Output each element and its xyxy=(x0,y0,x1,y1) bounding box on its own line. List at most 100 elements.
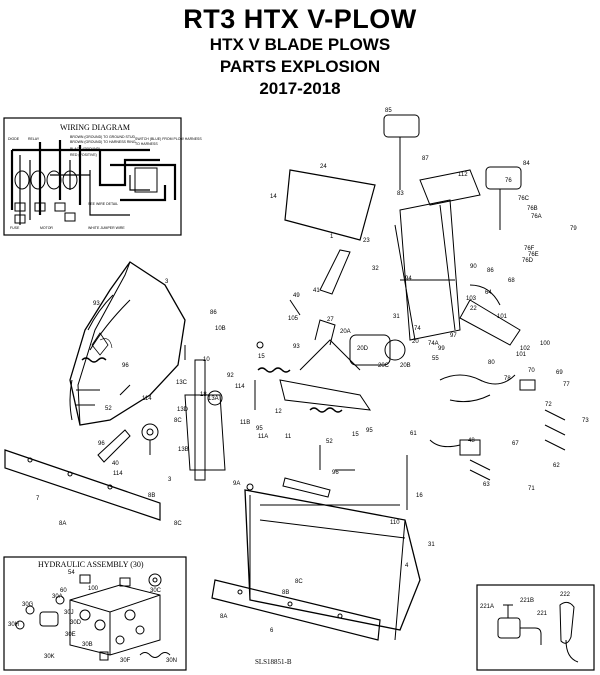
callout-number: 1 xyxy=(330,234,334,240)
callout-number: 85 xyxy=(385,108,392,114)
callout-number: 97 xyxy=(450,333,457,339)
callout-number: 105 xyxy=(288,316,299,322)
callout-number: 67 xyxy=(512,441,519,447)
callout-number: 64 xyxy=(485,290,492,296)
callout-number: 95 xyxy=(256,426,263,432)
callout-number: 15 xyxy=(352,432,359,438)
callout-number: 13D xyxy=(177,407,189,413)
callout-number: 24 xyxy=(320,164,327,170)
wiring-note: BROWN (GROUND) TO GROUND STUD xyxy=(70,135,135,139)
callout-number: 8C xyxy=(174,418,182,424)
callout-number: 20A xyxy=(340,329,351,335)
callout-number: 102 xyxy=(520,346,531,352)
callout-number: 3 xyxy=(165,279,169,285)
hydraulic-label: 30B xyxy=(82,642,93,648)
callout-number: 74A xyxy=(428,341,439,347)
hydraulic-label: 30C xyxy=(150,588,162,594)
callout-number: 63 xyxy=(483,482,490,488)
callout-number: 55 xyxy=(432,356,439,362)
callout-number: 11B xyxy=(240,420,250,426)
hydraulic-label: 100 xyxy=(88,586,99,592)
callout-number: 6 xyxy=(270,628,274,634)
callout-number: 73 xyxy=(582,418,589,424)
callout-number: 87 xyxy=(422,156,429,162)
callout-number: 76E xyxy=(528,252,539,258)
page-subtitle-parts: PARTS EXPLOSION xyxy=(219,57,381,76)
wiring-note: BROWN (GROUND) TO HARNESS RING xyxy=(70,140,136,144)
callout-number: 20D xyxy=(357,346,369,352)
callout-number: 84 xyxy=(523,161,530,167)
callout-number: 23 xyxy=(363,238,370,244)
callout-number: 3 xyxy=(168,477,172,483)
callout-number: 8C xyxy=(174,521,182,527)
callout-number: 22 xyxy=(470,306,477,312)
callout-number: 93 xyxy=(93,301,100,307)
hydraulic-label: 30N xyxy=(166,658,177,664)
callout-number: 112 xyxy=(458,172,468,178)
callout-number: 49 xyxy=(293,293,300,299)
inset-label: 221 xyxy=(537,611,548,617)
callout-number: 13A xyxy=(208,396,219,402)
wiring-note: RELAY xyxy=(28,137,40,141)
callout-number: 76 xyxy=(505,178,512,184)
callout-number: 52 xyxy=(105,406,112,412)
callout-number: 80 xyxy=(488,360,495,366)
hydraulic-label: 54 xyxy=(68,570,75,576)
callout-number: 103 xyxy=(466,296,477,302)
callout-number: 31 xyxy=(393,314,400,320)
callout-number: 76D xyxy=(522,258,534,264)
callout-number: 62 xyxy=(553,463,560,469)
page-subtitle-blade: HTX V BLADE PLOWS xyxy=(209,35,391,54)
callout-number: 96 xyxy=(98,441,105,447)
wiring-diagram-box: WIRING DIAGRAM BROWN (GROUND) TO GROUND … xyxy=(3,117,202,236)
callout-number: 76A xyxy=(531,214,542,220)
hydraulic-assembly-box: HYDRAULIC ASSEMBLY (30) 30C 30A 30B 30D … xyxy=(3,556,187,671)
hydraulic-label: 30H xyxy=(8,622,19,628)
wiring-note: MOTOR xyxy=(40,226,53,230)
hydraulic-label: 30K xyxy=(44,654,55,660)
callout-number: 92 xyxy=(227,373,234,379)
callout-number: 20B xyxy=(400,363,411,369)
callout-number: 15 xyxy=(258,354,265,360)
callout-number: 61 xyxy=(410,431,417,437)
callout-number: 74 xyxy=(414,326,421,332)
hydraulic-label: 30A xyxy=(52,594,63,600)
callout-number: 10B xyxy=(215,326,226,332)
callout-number: 13C xyxy=(176,380,188,386)
callout-number: 16 xyxy=(416,493,423,499)
callout-number: 101 xyxy=(516,352,527,358)
callout-number: 78 xyxy=(504,376,511,382)
hydraulic-assembly-title: HYDRAULIC ASSEMBLY (30) xyxy=(38,560,144,569)
wiring-note: RED (POSITIVE) xyxy=(70,153,97,157)
wiring-note: TO HARNESS xyxy=(135,142,158,146)
callout-number: 40 xyxy=(112,461,119,467)
callout-number: 114 xyxy=(142,396,152,402)
wiring-diagram-title: WIRING DIAGRAM xyxy=(60,123,130,132)
callout-number: 8C xyxy=(295,579,303,585)
controller-inset-box: 221A 221B 221 222 xyxy=(476,584,595,671)
callout-number: 94 xyxy=(405,276,412,282)
callout-number: 8A xyxy=(59,521,66,527)
callout-number: 99 xyxy=(438,346,445,352)
callout-number: 52 xyxy=(326,439,333,445)
page-title: RT3 HTX V-PLOW xyxy=(183,4,417,34)
callout-number: 79 xyxy=(570,226,577,232)
callout-number: 90 xyxy=(470,264,477,270)
callout-number: 20 xyxy=(412,339,419,345)
callout-number: 13B xyxy=(178,447,189,453)
plow-exploded-view xyxy=(4,114,566,641)
callout-number: 68 xyxy=(508,278,515,284)
wiring-note: BLACK (GROUND) xyxy=(70,147,100,151)
wiring-note: SWITCH (BLUE) FROM PLOW HARNESS xyxy=(135,137,202,141)
callout-number: 4 xyxy=(405,563,409,569)
callout-number: 95 xyxy=(366,428,373,434)
inset-label: 221A xyxy=(480,604,494,610)
wiring-note: SEE WIRE DETAIL xyxy=(88,202,118,206)
callout-number: 18 xyxy=(200,392,207,398)
callout-number: 96 xyxy=(332,470,339,476)
wiring-note: WHITE JUMPER WIRE xyxy=(88,226,125,230)
drawing-code: SLS18851-B xyxy=(255,658,292,666)
callout-number: 20C xyxy=(378,363,390,369)
callout-number: 114 xyxy=(113,471,123,477)
